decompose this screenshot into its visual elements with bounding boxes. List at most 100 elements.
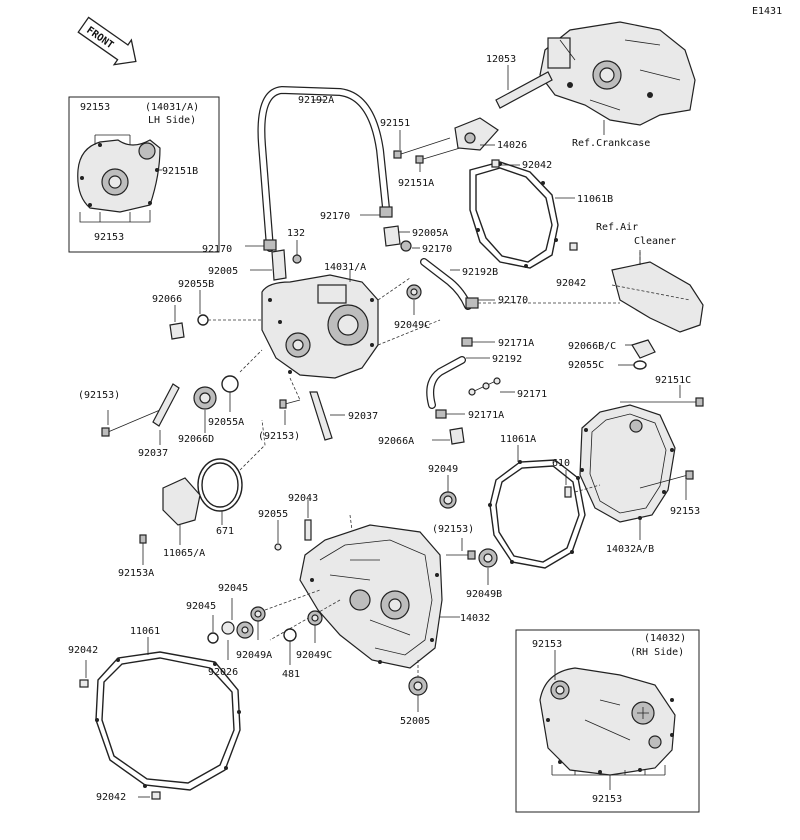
label-52005: 52005 <box>400 716 430 727</box>
label-92005: 92005 <box>208 266 238 277</box>
bolt-92153-right-part <box>639 474 689 489</box>
clamp-92171A-b-part <box>435 409 447 419</box>
fitting-92005-part <box>271 249 287 281</box>
label-92066A: 92066A <box>378 436 414 447</box>
gasket-11061B-part <box>469 161 559 269</box>
bolt-92153A-part <box>139 534 147 544</box>
label-92045-a: 92045 <box>218 583 248 594</box>
bolt-92153-paren-b-part <box>284 399 301 405</box>
clamp-92170-c-part <box>263 239 277 251</box>
label-12053: 12053 <box>486 54 516 65</box>
label-132: 132 <box>287 228 305 239</box>
label-92049C-b: 92049C <box>296 650 332 661</box>
dowel-92042-d-part <box>151 791 161 800</box>
label-92151A: 92151A <box>398 178 434 189</box>
label-11061B: 11061B <box>577 194 613 205</box>
label-92192: 92192 <box>492 354 522 365</box>
chain-guide-12053-part <box>495 71 553 109</box>
dowel-92037-b-part <box>309 391 333 441</box>
washer-92045-a-part <box>221 621 235 635</box>
label-14032AB: 14032A/B <box>606 544 654 555</box>
label-92042-d: 92042 <box>96 792 126 803</box>
dowel-92037-a-part <box>152 383 180 427</box>
cap-11065A-part <box>162 477 201 526</box>
bolt-92153-paren-a-part <box>107 409 161 433</box>
label-92171: 92171 <box>517 389 547 400</box>
label-92055A: 92055A <box>208 417 244 428</box>
hose-92192A-part <box>258 87 389 251</box>
label-92153A: 92153A <box>118 568 154 579</box>
guide-14026-part <box>454 117 499 151</box>
plug-92066BC-part <box>631 339 656 359</box>
label-92170-c: 92170 <box>202 244 232 255</box>
label-ref-crankcase: Ref.Crankcase <box>572 138 650 149</box>
rh-side-inset-box <box>515 629 700 813</box>
dowel-92042-c-part <box>79 679 89 688</box>
oring-92055C-part <box>633 360 647 370</box>
small-part-132 <box>292 254 302 264</box>
oring-92055-part <box>274 543 282 551</box>
fitting-92005A-part <box>383 225 401 247</box>
plug-92066-part <box>169 322 185 340</box>
plug-92066A-part <box>449 427 465 445</box>
label-92037-a: 92037 <box>138 448 168 459</box>
label-92042-c: 92042 <box>68 645 98 656</box>
label-14026: 14026 <box>497 140 527 151</box>
label-92042-b: 92042 <box>556 278 586 289</box>
label-92005A: 92005A <box>412 228 448 239</box>
washer-92045-b-part <box>207 632 219 644</box>
label-14031A: 14031/A <box>324 262 366 273</box>
label-92042-a: 92042 <box>522 160 552 171</box>
lh-engine-cover-14031A-part <box>261 274 379 379</box>
diagram-code: E1431 <box>752 6 782 17</box>
label-92153-rh-top: 92153 <box>532 639 562 650</box>
gasket-11061-part <box>95 651 241 791</box>
clamp-92170-d-part <box>465 297 479 309</box>
label-92171A-b: 92171A <box>468 410 504 421</box>
label-92153-paren-a: (92153) <box>78 390 120 401</box>
label-92049: 92049 <box>428 464 458 475</box>
label-92045-b: 92045 <box>186 601 216 612</box>
label-92170-a: 92170 <box>320 211 350 222</box>
label-92171A-a: 92171A <box>498 338 534 349</box>
label-92170-d: 92170 <box>498 295 528 306</box>
label-92151C: 92151C <box>655 375 691 386</box>
label-481: 481 <box>282 669 300 680</box>
label-92153-lh-bottom: 92153 <box>94 232 124 243</box>
label-92153-right: 92153 <box>670 506 700 517</box>
lh-cover-inset-part <box>77 139 161 213</box>
label-610: 610 <box>552 458 570 469</box>
label-cleaner: Cleaner <box>634 236 676 247</box>
label-lh-side: LH Side) <box>148 115 196 126</box>
oring-92055B-part <box>197 314 209 326</box>
label-92151: 92151 <box>380 118 410 129</box>
clamp-92171A-a-part <box>461 337 473 347</box>
label-rh-side: (RH Side) <box>630 647 684 658</box>
rh-engine-cover-14032-part <box>299 524 443 669</box>
label-92153-lh-top: 92153 <box>80 102 110 113</box>
front-direction-arrow: FRONT <box>77 16 137 66</box>
clutch-cover-14032AB-part <box>579 404 676 523</box>
crankcase-reference-part <box>539 21 696 126</box>
label-92153-rh-bottom: 92153 <box>592 794 622 805</box>
oring-671-part <box>197 458 243 512</box>
label-92151B: 92151B <box>162 166 198 177</box>
label-92055B: 92055B <box>178 279 214 290</box>
air-cleaner-reference-part <box>611 261 704 333</box>
label-92026: 92026 <box>208 667 238 678</box>
label-92055C: 92055C <box>568 360 604 371</box>
label-92066BC: 92066B/C <box>568 341 616 352</box>
label-11065A: 11065/A <box>163 548 205 559</box>
pin-92043-part <box>304 519 312 541</box>
label-14031A-lh: (14031/A) <box>145 102 199 113</box>
oring-481-part <box>283 628 297 642</box>
label-92153-paren-b: (92153) <box>258 431 300 442</box>
label-671: 671 <box>216 526 234 537</box>
clamp-92170-a-part <box>379 206 393 218</box>
label-11061A: 11061A <box>500 434 536 445</box>
label-92170-b: 92170 <box>422 244 452 255</box>
label-11061: 11061 <box>130 626 160 637</box>
label-92192A: 92192A <box>298 95 334 106</box>
hose-92192-part <box>427 357 465 408</box>
